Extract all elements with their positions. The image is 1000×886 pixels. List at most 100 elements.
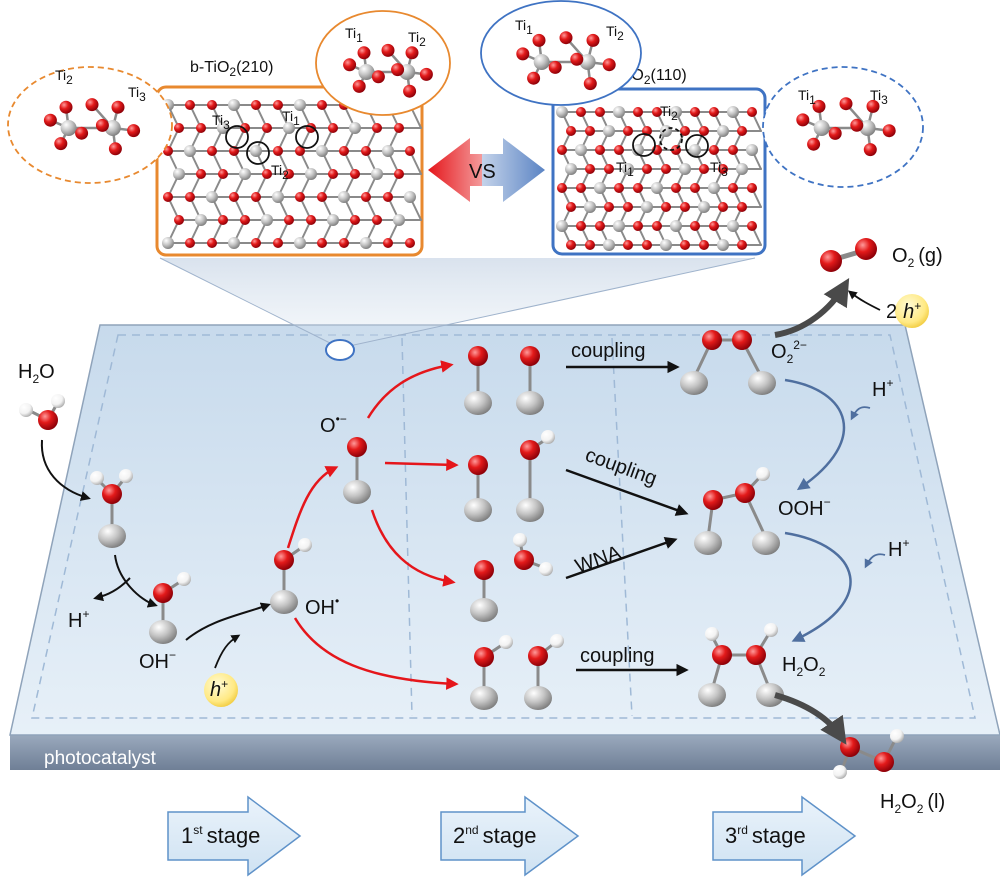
oxygen-atom <box>352 79 366 93</box>
oxygen-atom <box>703 490 723 510</box>
oxygen-atom <box>566 202 576 212</box>
titanium-atom <box>727 220 739 232</box>
oxygen-atom <box>585 240 595 250</box>
oxygen-atom <box>559 31 573 45</box>
oxygen-atom <box>273 146 283 156</box>
slab-inner-border <box>31 334 976 719</box>
h-plus-label: H+ <box>68 607 89 632</box>
oxygen-atom <box>709 145 719 155</box>
oxygen-atom <box>328 169 338 179</box>
oxygen-atom <box>680 126 690 136</box>
oxygen-atom <box>576 107 586 117</box>
reaction-arrows <box>40 278 886 745</box>
ti-label: Ti2 <box>271 162 289 182</box>
oxygen-atom <box>796 113 810 127</box>
oxygen-atom <box>295 192 305 202</box>
titanium-atom <box>727 106 739 118</box>
h-plus-release-arrow <box>93 577 131 602</box>
titanium-atom <box>717 125 729 137</box>
hydrogen-atom <box>764 623 778 637</box>
oxygen-atom <box>633 183 643 193</box>
adsorption-arrow <box>40 439 91 501</box>
oxygen-atom <box>262 169 272 179</box>
ti-labels: Ti2 Ti3 Ti1 Ti2 Ti1 Ti2 Ti1 Ti3 Ti3 Ti1 … <box>55 17 888 182</box>
oxygen-atom <box>361 146 371 156</box>
oxygen-atom <box>747 107 757 117</box>
o-radical-label: O•− <box>320 412 347 437</box>
surface-site <box>756 683 784 707</box>
oxygen-atom <box>391 63 405 77</box>
hydrogen-atom <box>833 765 847 779</box>
oxygen-atom <box>328 123 338 133</box>
b-tio2-title: b-TiO2(210) <box>190 59 273 79</box>
h-plus-arrow-1 <box>850 406 871 421</box>
oxygen-atom <box>372 215 382 225</box>
protonation-arrow-1 <box>784 378 846 491</box>
oxygen-atom <box>207 146 217 156</box>
zoom-cone <box>160 258 755 348</box>
ti-label: Ti2 <box>606 23 624 43</box>
oxygen-atom <box>699 126 709 136</box>
hydrogen-atom <box>177 572 191 586</box>
ti-label: Ti2 <box>408 29 426 49</box>
oxygen-atom <box>737 240 747 250</box>
titanium-atom <box>294 237 306 249</box>
site-marker <box>632 133 656 157</box>
titanium-atom <box>651 182 663 194</box>
titanium-atom <box>104 120 121 136</box>
titanium-atom <box>813 120 830 136</box>
oxygen-atom <box>174 123 184 133</box>
oxygen-atom <box>405 46 419 60</box>
oxygen-atom <box>38 410 58 430</box>
oxygen-atom <box>671 183 681 193</box>
titanium-atom <box>679 163 691 175</box>
oxygen-atom <box>394 169 404 179</box>
titanium-atom <box>305 168 317 180</box>
slab-front-face <box>10 735 1000 770</box>
titanium-atom <box>228 99 240 111</box>
vs-arrow-left <box>428 138 492 202</box>
oxygen-atom <box>812 99 826 113</box>
oxygen-atom <box>614 183 624 193</box>
oxygen-atom <box>251 100 261 110</box>
hydrogen-atom <box>541 430 555 444</box>
ti-label: Ti1 <box>515 17 533 37</box>
oxygen-atom <box>394 123 404 133</box>
oxygen-atom <box>840 737 860 757</box>
oxygen-atom <box>419 67 433 81</box>
surface-site <box>698 683 726 707</box>
oxygen-atom <box>702 330 722 350</box>
zoom-cone-edge-left <box>159 257 341 349</box>
titanium-atom <box>371 168 383 180</box>
ti-label: Ti3 <box>870 87 888 107</box>
oxygen-atom <box>661 202 671 212</box>
oxygen-atom <box>874 752 894 772</box>
titanium-atom <box>184 145 196 157</box>
titanium-atom <box>556 106 568 118</box>
oxygen-atom <box>43 113 57 127</box>
oxygen-atom <box>218 215 228 225</box>
surface-molecules <box>19 238 904 779</box>
hydrogen-atom <box>705 627 719 641</box>
titanium-atom <box>294 99 306 111</box>
oxygen-atom <box>185 100 195 110</box>
h-plus-arrow-2 <box>864 553 886 569</box>
oxygen-atom <box>746 645 766 665</box>
titanium-atom <box>660 125 672 137</box>
oxygen-atom <box>732 330 752 350</box>
surface-site <box>516 391 544 415</box>
oxygen-atom <box>306 215 316 225</box>
oxygen-atom <box>207 100 217 110</box>
hole-badge <box>895 294 929 328</box>
oxygen-atom <box>728 145 738 155</box>
titanium-atom <box>736 163 748 175</box>
oxygen-atom <box>381 43 395 57</box>
oxygen-atom <box>595 107 605 117</box>
oxygen-atom <box>585 126 595 136</box>
